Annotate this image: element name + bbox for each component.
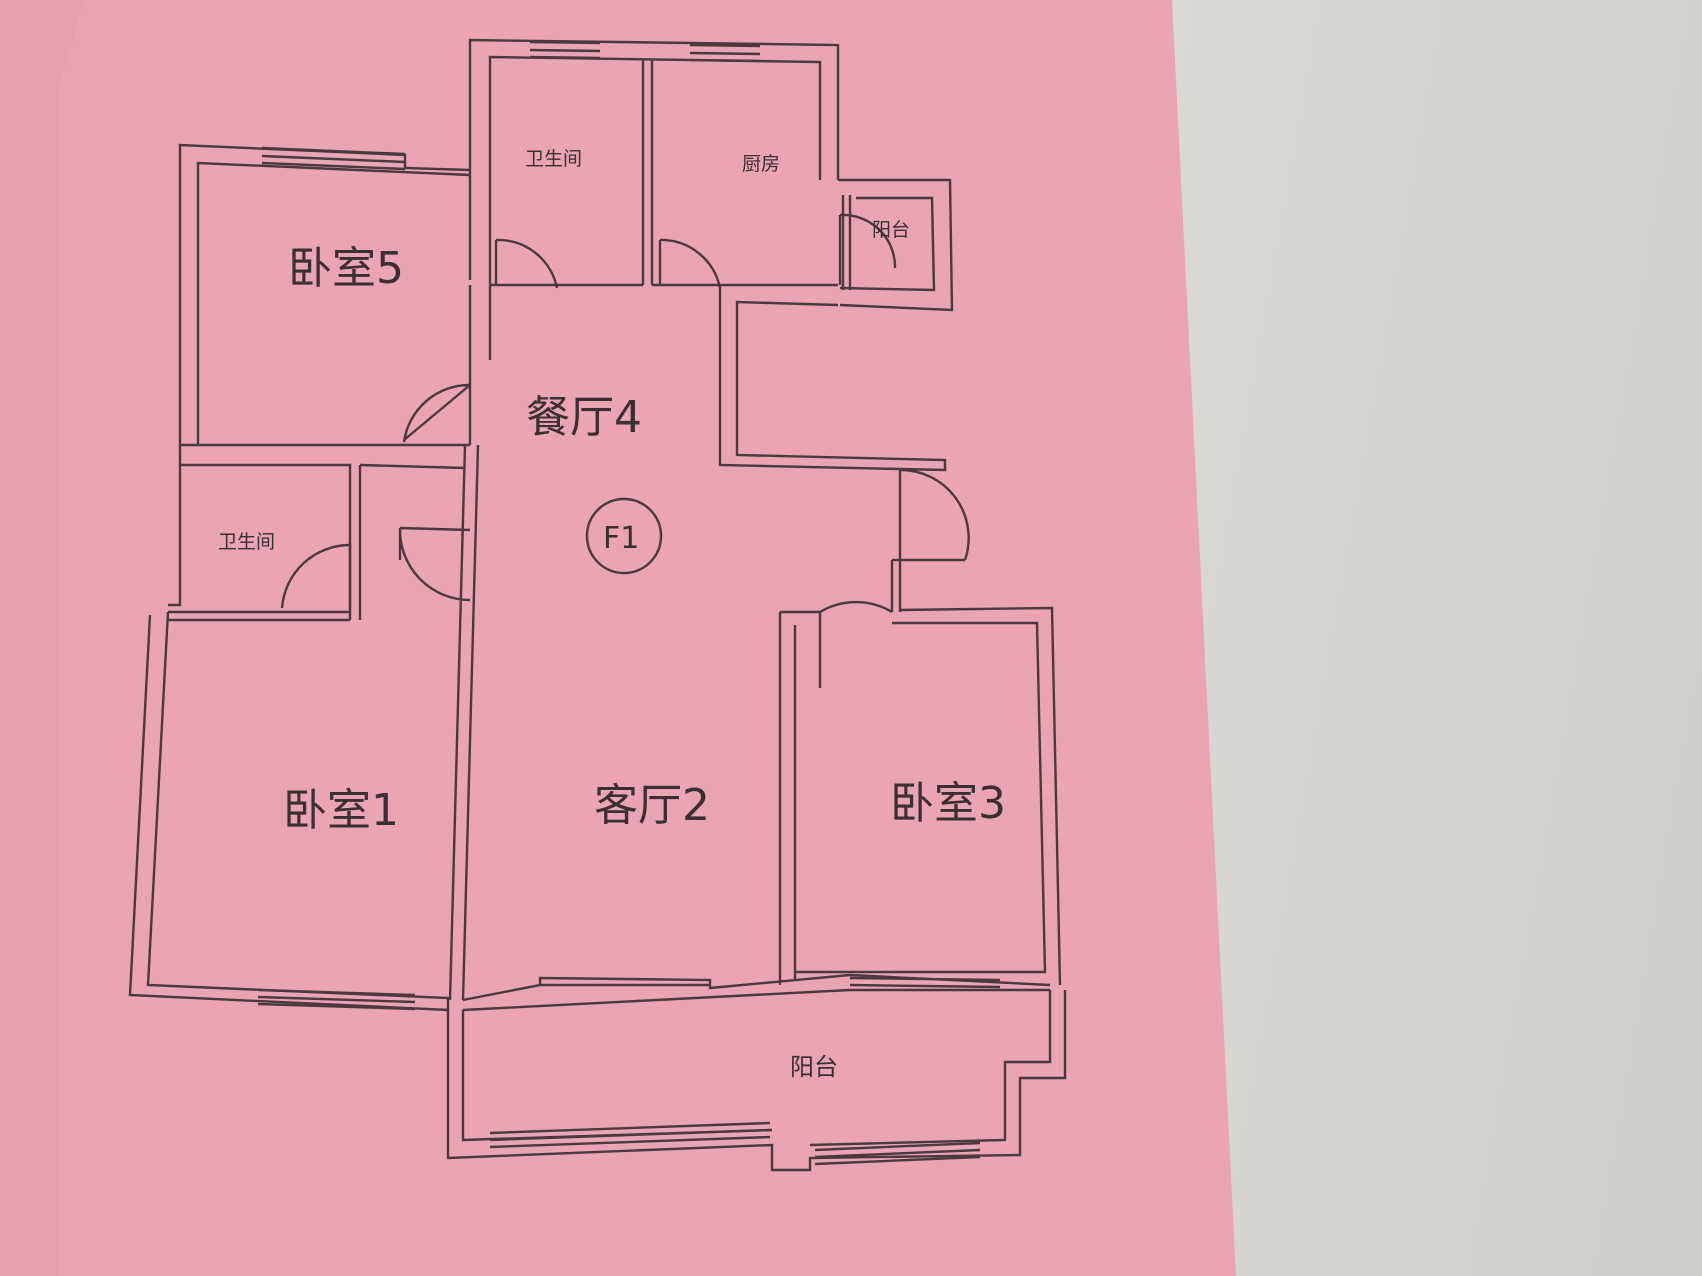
wall-small-balcony — [838, 178, 954, 312]
wall-top-block — [468, 38, 840, 287]
room-label-bedroom5: 卧室5 — [288, 243, 404, 294]
window-top-right — [689, 43, 761, 63]
floor-badge-label: F1 — [603, 521, 639, 556]
wall-bedroom5 — [178, 143, 492, 447]
floor-badge-circle — [585, 497, 663, 575]
wall-dining-right — [718, 285, 947, 472]
wall-living — [462, 558, 1051, 1012]
room-label-bathroom-top: 卫生间 — [525, 148, 582, 170]
door-arcs — [280, 213, 970, 688]
wall-bathroom-left — [168, 445, 471, 622]
window-top-left — [529, 40, 601, 60]
room-label-bathroom-left: 卫生间 — [218, 531, 275, 553]
room-label-bedroom3: 卧室3 — [890, 778, 1006, 829]
wall-bedroom1 — [128, 444, 480, 1012]
pink-paper-sheet — [58, 0, 1236, 1276]
room-label-bedroom1: 卧室1 — [283, 785, 399, 836]
room-label-balcony-small: 阳台 — [872, 219, 910, 241]
wall-bedroom3 — [795, 606, 1062, 989]
wall-balcony-bottom — [446, 990, 1067, 1172]
room-label-balcony-bottom: 阳台 — [790, 1053, 838, 1081]
room-label-dining4: 餐厅4 — [526, 392, 642, 443]
room-label-kitchen: 厨房 — [742, 153, 780, 175]
room-label-living2: 客厅2 — [594, 780, 710, 831]
